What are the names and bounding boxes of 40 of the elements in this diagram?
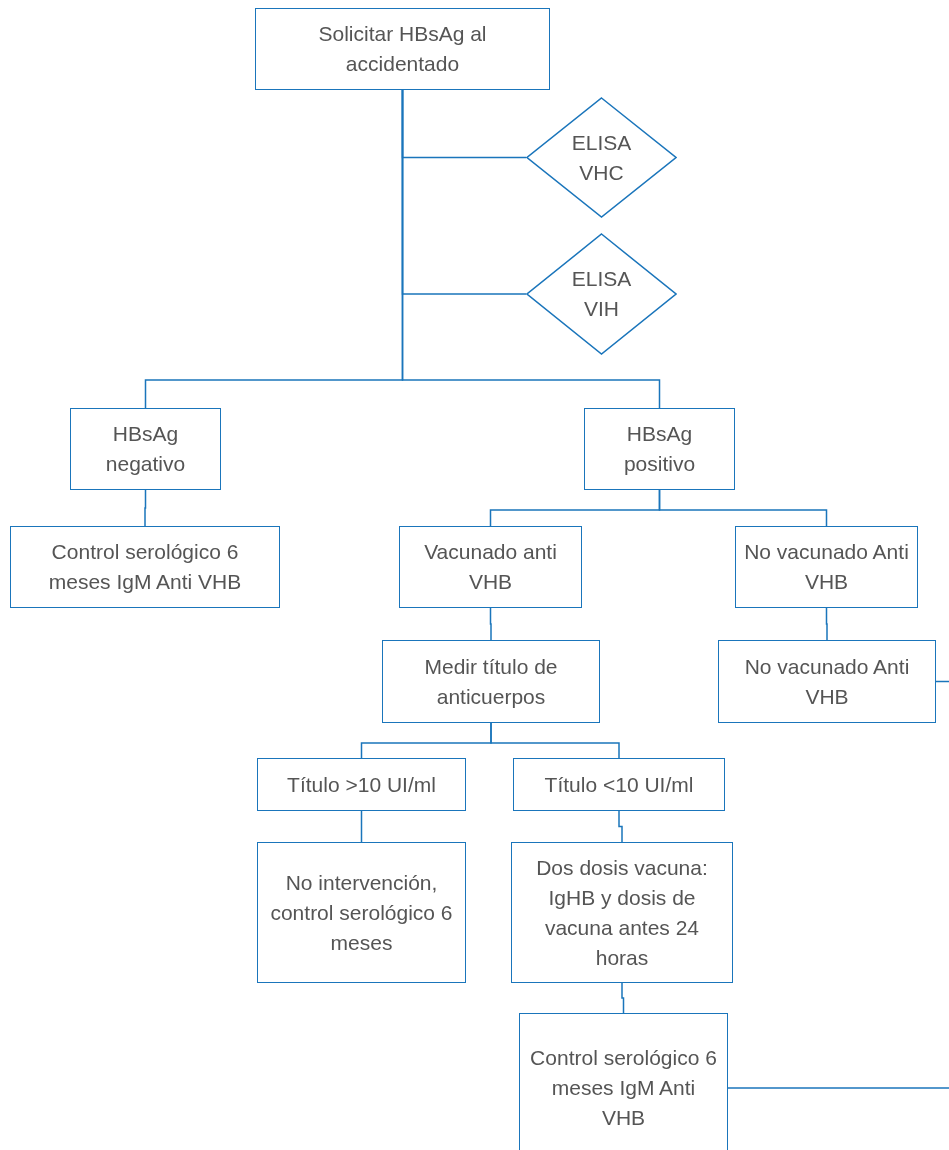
node-text: No vacunado Anti VHB xyxy=(743,539,910,595)
process-box xyxy=(513,758,725,811)
connector-line xyxy=(144,489,147,527)
process-box xyxy=(70,408,221,490)
node-text: No intervención, control serológico 6 meses xyxy=(269,869,454,956)
decision-diamond xyxy=(526,97,677,218)
process-box xyxy=(10,526,280,608)
connector-line xyxy=(621,982,625,1014)
node-text: Vacunado anti VHB xyxy=(423,539,558,595)
connector-line xyxy=(401,89,661,409)
process-box xyxy=(382,640,600,723)
decision-diamond xyxy=(526,233,677,355)
process-box xyxy=(718,640,936,723)
process-box xyxy=(584,408,735,490)
node-text: Medir título de anticuerpos xyxy=(423,653,559,710)
connector-line xyxy=(490,722,620,759)
process-box xyxy=(399,526,582,608)
process-box xyxy=(511,842,733,983)
connector-line xyxy=(825,607,828,641)
process-box xyxy=(257,842,466,983)
node-text: Título <10 UI/ml xyxy=(543,771,695,798)
node-text: Control serológico 6 meses IgM Anti VHB xyxy=(529,1045,718,1131)
node-text: Solicitar HBsAg al accidentado xyxy=(317,21,488,77)
node-text: HBsAg negativo xyxy=(104,421,187,477)
process-box xyxy=(735,526,918,608)
connector-line xyxy=(489,607,492,641)
connector-line xyxy=(727,1087,949,1089)
node-text: Título >10 UI/ml xyxy=(286,771,437,798)
node-text: HBsAg positivo xyxy=(622,421,697,477)
node-text: Control serológico 6 meses IgM Anti VHB xyxy=(47,539,243,595)
process-box xyxy=(255,8,550,90)
node-text: ELISA VHC xyxy=(570,129,633,186)
node-text: No vacunado Anti VHB xyxy=(743,653,911,710)
connector-line xyxy=(618,810,623,843)
process-box xyxy=(257,758,466,811)
connector-line xyxy=(360,810,363,843)
process-box xyxy=(519,1013,728,1150)
node-text: ELISA VIH xyxy=(570,266,633,322)
node-text: Dos dosis vacuna: IgHB y dosis de vacuna antes 24 horas xyxy=(535,854,709,971)
connector-line xyxy=(658,489,828,527)
